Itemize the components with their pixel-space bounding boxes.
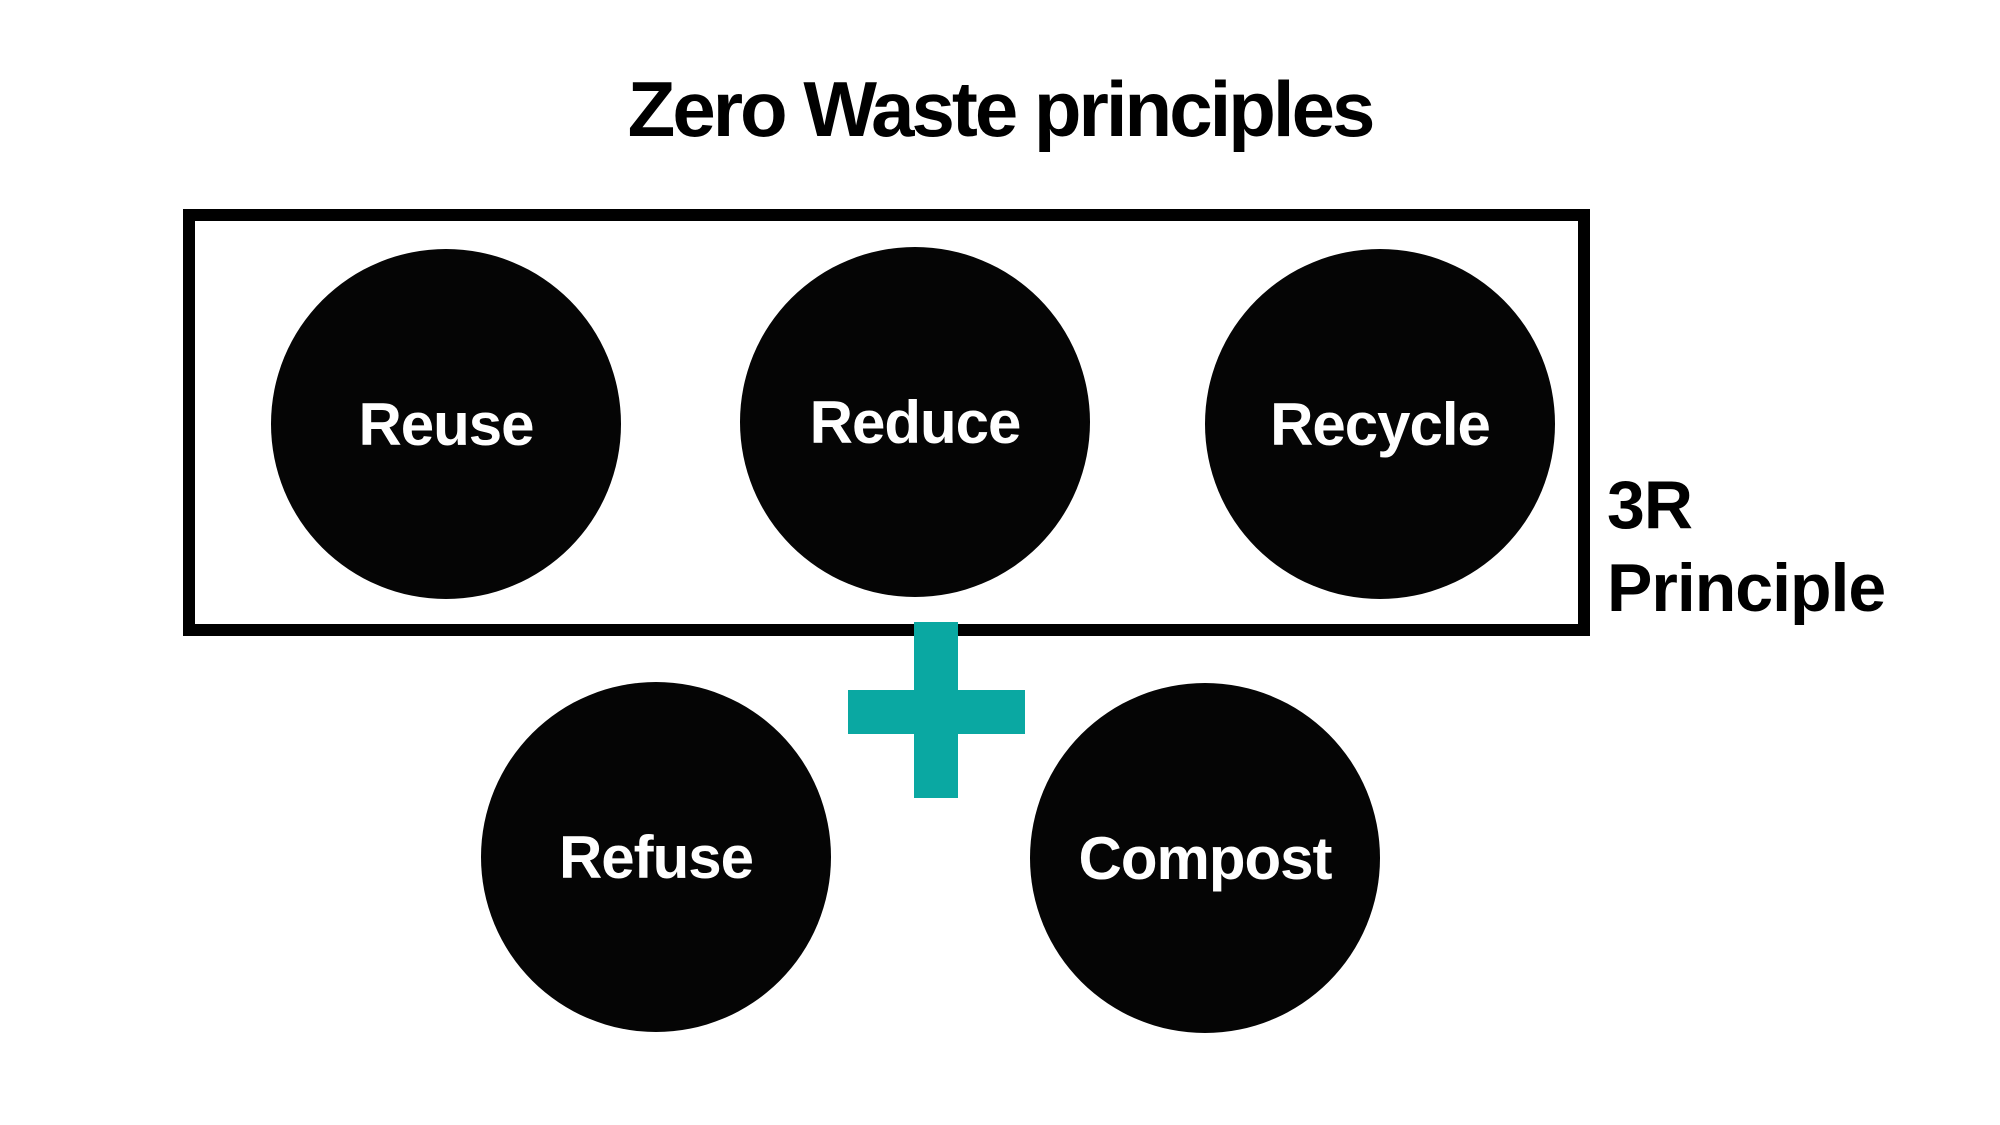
- circle-refuse: Refuse: [481, 682, 831, 1032]
- 3r-principle-label: 3R Principle: [1607, 464, 1886, 630]
- diagram-title: Zero Waste principles: [627, 65, 1376, 153]
- circle-recycle: Recycle: [1205, 249, 1555, 599]
- circle-compost-label: Compost: [1078, 824, 1333, 892]
- 3r-principle-box: [183, 209, 1590, 636]
- circle-reduce-label: Reduce: [809, 388, 1022, 456]
- 3r-principle-label-line2: Principle: [1607, 549, 1886, 626]
- circle-recycle-label: Recycle: [1270, 390, 1491, 458]
- circle-refuse-label: Refuse: [558, 823, 754, 891]
- circle-compost: Compost: [1030, 683, 1380, 1033]
- circle-reuse-label: Reuse: [358, 390, 534, 458]
- plus-icon-horizontal-bar: [848, 690, 1025, 734]
- circle-reduce: Reduce: [740, 247, 1090, 597]
- 3r-principle-label-line1: 3R: [1607, 467, 1693, 543]
- circle-reuse: Reuse: [271, 249, 621, 599]
